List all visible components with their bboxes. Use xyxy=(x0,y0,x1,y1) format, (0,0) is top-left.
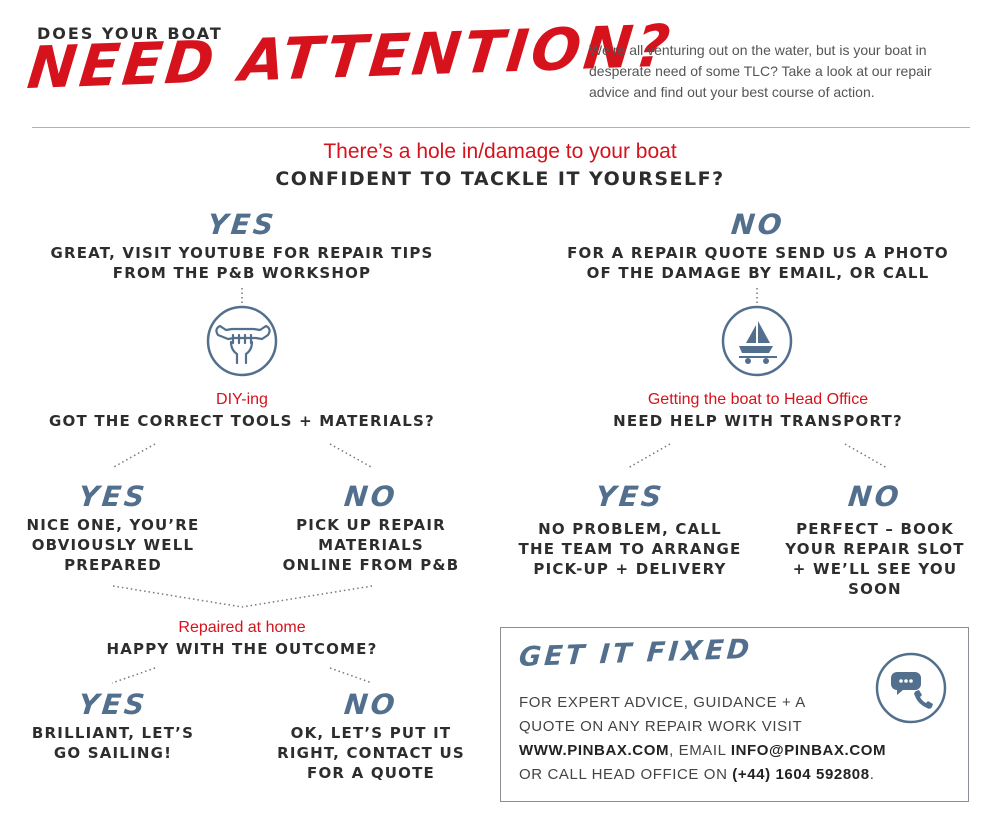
outcome-no-line-1: OK, LET’S PUT IT xyxy=(290,724,452,742)
outcome-yes-line-2: GO SAILING! xyxy=(53,744,173,762)
right-yes-line-3: PICK-UP + DELIVERY xyxy=(533,560,727,578)
left-question-text: GOT THE CORRECT TOOLS + MATERIALS? xyxy=(49,412,435,430)
header-kicker: DOES YOUR BOAT xyxy=(37,24,223,43)
outcome-yes-label: YES xyxy=(76,688,150,721)
left-desc-line-2: FROM THE P&B WORKSHOP xyxy=(112,264,372,282)
header-intro: We’re all venturing out on the water, bu… xyxy=(589,40,979,103)
right-desc: FOR A REPAIR QUOTE SEND US A PHOTO OF TH… xyxy=(516,243,1000,283)
outcome-no-line-2: RIGHT, CONTACT US xyxy=(277,744,465,762)
boat-trailer-icon xyxy=(721,305,793,377)
email-prefix: , EMAIL xyxy=(669,742,731,759)
fixed-line-4: OR CALL HEAD OFFICE ON (+44) 1604 592808… xyxy=(519,763,939,787)
right-desc-line-1: FOR A REPAIR QUOTE SEND US A PHOTO xyxy=(567,244,949,262)
outcome-yes-line-1: BRILLIANT, LET’S xyxy=(31,724,195,742)
intro-line-3: advice and find out your best course of … xyxy=(589,84,875,100)
right-question-text: NEED HELP WITH TRANSPORT? xyxy=(613,412,903,430)
call-prefix: OR CALL HEAD OFFICE ON xyxy=(519,766,733,783)
main-question-text: CONFIDENT TO TACKLE IT YOURSELF? xyxy=(275,168,725,190)
left-yes-line-2: OBVIOUSLY WELL xyxy=(31,536,195,554)
fixed-line-3: WWW.PINBAX.COM, EMAIL INFO@PINBAX.COM xyxy=(519,739,939,763)
outcome-yes: YES BRILLIANT, LET’S GO SAILING! xyxy=(10,688,216,763)
outcome-question-text: HAPPY WITH THE OUTCOME? xyxy=(106,640,378,658)
connector-left-no xyxy=(329,443,374,469)
left-no-line-2: MATERIALS xyxy=(318,536,424,554)
right-branch-top: NO FOR A REPAIR QUOTE SEND US A PHOTO OF… xyxy=(516,208,1000,283)
left-no-outcome: NO PICK UP REPAIR MATERIALS ONLINE FROM … xyxy=(268,480,474,575)
left-no-line-1: PICK UP REPAIR xyxy=(296,516,446,534)
right-no-outcome: NO PERFECT – BOOK YOUR REPAIR SLOT + WE’… xyxy=(770,480,980,599)
intro-line-2: desperate need of some TLC? Take a look … xyxy=(589,63,932,79)
left-yes-label: YES xyxy=(205,208,279,241)
connector-right-yes xyxy=(627,443,671,469)
outcome-no-label: NO xyxy=(342,688,400,721)
connector-left-yes xyxy=(111,443,156,469)
left-red-label: DIY-ing xyxy=(216,391,268,408)
right-yes-line-1: NO PROBLEM, CALL xyxy=(538,520,722,538)
connector-merge-right xyxy=(241,585,373,608)
right-no-line-4: SOON xyxy=(848,580,902,598)
left-branch-top: YES GREAT, VISIT YOUTUBE FOR REPAIR TIPS… xyxy=(0,208,484,283)
right-no-outcome-desc: PERFECT – BOOK YOUR REPAIR SLOT + WE’LL … xyxy=(770,519,980,599)
outcome-red-label: Repaired at home xyxy=(178,619,306,636)
connector-merge-left xyxy=(112,585,243,608)
left-yes-outcome-desc: NICE ONE, YOU’RE OBVIOUSLY WELL PREPARED xyxy=(10,515,216,575)
connector-outcome-no xyxy=(329,667,373,684)
fixed-line-2: QUOTE ON ANY REPAIR WORK VISIT xyxy=(519,718,803,735)
left-desc-line-1: GREAT, VISIT YOUTUBE FOR REPAIR TIPS xyxy=(50,244,434,262)
email-link[interactable]: INFO@PINBAX.COM xyxy=(730,742,887,759)
connector-outcome-yes xyxy=(111,667,156,684)
right-desc-line-2: OF THE DAMAGE BY EMAIL, OR CALL xyxy=(586,264,930,282)
right-question: Getting the boat to Head Office NEED HEL… xyxy=(516,391,1000,431)
get-it-fixed-text: FOR EXPERT ADVICE, GUIDANCE + A QUOTE ON… xyxy=(519,691,939,787)
left-yes-outcome: YES NICE ONE, YOU’RE OBVIOUSLY WELL PREP… xyxy=(10,480,216,575)
left-desc: GREAT, VISIT YOUTUBE FOR REPAIR TIPS FRO… xyxy=(0,243,484,283)
right-yes-line-2: THE TEAM TO ARRANGE xyxy=(518,540,742,558)
intro-line-1: We’re all venturing out on the water, bu… xyxy=(589,42,927,58)
outcome-no-desc: OK, LET’S PUT IT RIGHT, CONTACT US FOR A… xyxy=(268,723,474,783)
left-yes-outcome-label: YES xyxy=(76,480,150,513)
phone-number[interactable]: (+44) 1604 592808 xyxy=(732,766,870,783)
left-no-outcome-desc: PICK UP REPAIR MATERIALS ONLINE FROM P&B xyxy=(268,515,474,575)
outcome-question: Repaired at home HAPPY WITH THE OUTCOME? xyxy=(0,619,484,659)
left-no-outcome-label: NO xyxy=(342,480,400,513)
get-it-fixed-box: GET IT FIXED FOR EXPERT ADVICE, GUIDANCE… xyxy=(500,627,969,802)
outcome-no-line-3: FOR A QUOTE xyxy=(307,764,435,782)
connector-right-no xyxy=(844,443,888,469)
right-red-label: Getting the boat to Head Office xyxy=(647,391,869,408)
period: . xyxy=(869,766,875,783)
right-no-label: NO xyxy=(729,208,787,241)
fist-wrench-icon xyxy=(206,305,278,377)
main-question: There’s a hole in/damage to your boat CO… xyxy=(0,140,1000,190)
left-yes-line-1: NICE ONE, YOU’RE xyxy=(26,516,200,534)
header-divider xyxy=(32,127,970,128)
website-link[interactable]: WWW.PINBAX.COM xyxy=(519,742,670,759)
left-no-line-3: ONLINE FROM P&B xyxy=(282,556,460,574)
right-yes-outcome: YES NO PROBLEM, CALL THE TEAM TO ARRANGE… xyxy=(510,480,750,579)
left-question: DIY-ing GOT THE CORRECT TOOLS + MATERIAL… xyxy=(0,391,484,431)
right-no-line-1: PERFECT – BOOK xyxy=(796,520,954,538)
left-yes-line-3: PREPARED xyxy=(64,556,162,574)
right-yes-outcome-desc: NO PROBLEM, CALL THE TEAM TO ARRANGE PIC… xyxy=(510,519,750,579)
main-question-red: There’s a hole in/damage to your boat xyxy=(323,140,677,163)
right-no-line-2: YOUR REPAIR SLOT xyxy=(785,540,965,558)
phone-chat-icon xyxy=(875,652,947,724)
outcome-no: NO OK, LET’S PUT IT RIGHT, CONTACT US FO… xyxy=(268,688,474,783)
get-it-fixed-title: GET IT FIXED xyxy=(517,633,754,673)
right-yes-outcome-label: YES xyxy=(593,480,667,513)
fixed-line-1: FOR EXPERT ADVICE, GUIDANCE + A xyxy=(519,694,806,711)
right-no-outcome-label: NO xyxy=(846,480,904,513)
right-no-line-3: + WE’LL SEE YOU xyxy=(792,560,958,578)
outcome-yes-desc: BRILLIANT, LET’S GO SAILING! xyxy=(10,723,216,763)
